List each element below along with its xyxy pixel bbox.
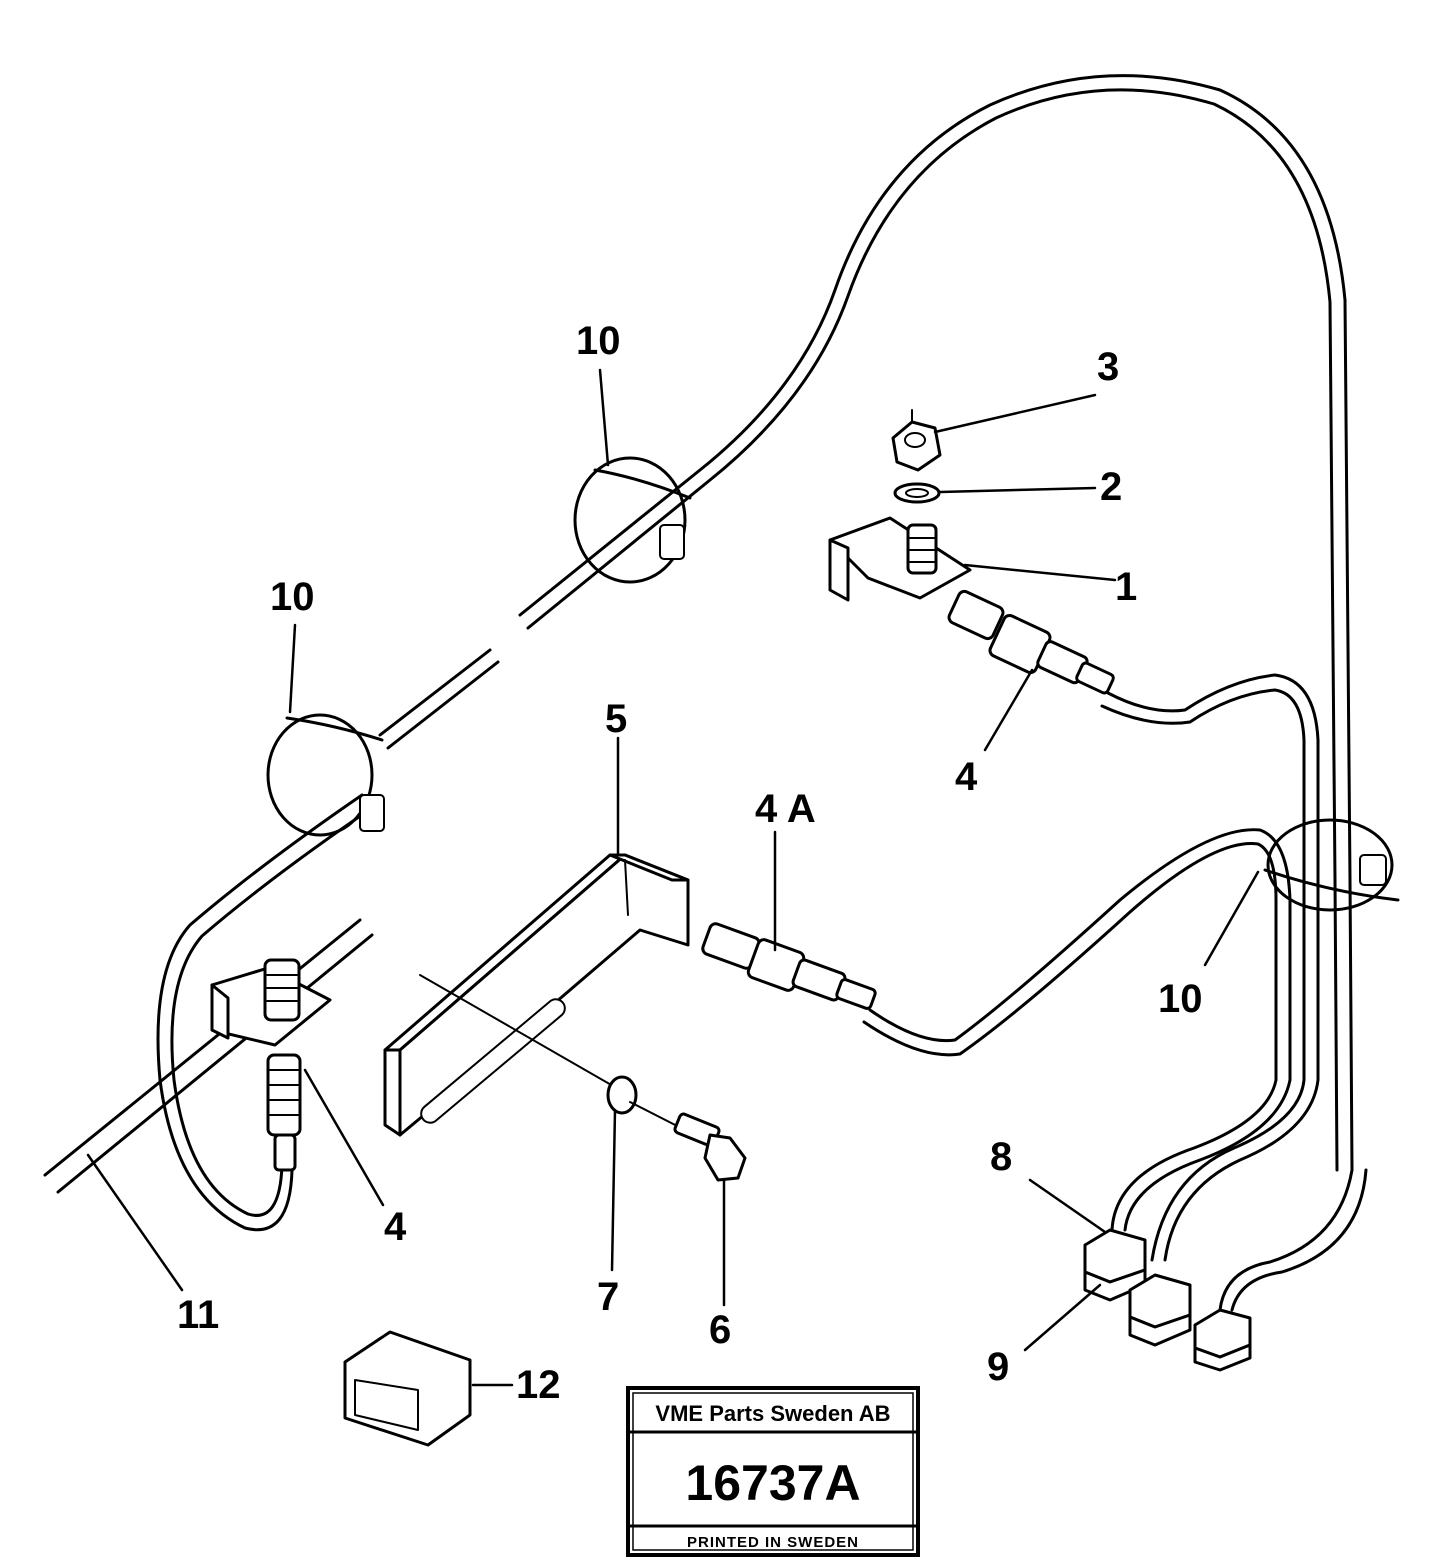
sensor-4a (701, 828, 1292, 1232)
callout-10-top: 10 (576, 319, 621, 363)
callout-1: 1 (1115, 565, 1137, 609)
callout-2: 2 (1100, 465, 1122, 509)
hose-clamp-left (266, 713, 385, 837)
washer-bolt (606, 1075, 747, 1182)
callout-3: 3 (1097, 345, 1119, 389)
sleeve-12 (343, 1330, 472, 1447)
stamp-company: VME Parts Sweden AB (655, 1401, 890, 1426)
callout-12: 12 (516, 1363, 561, 1407)
callout-4-left: 4 (384, 1205, 407, 1249)
callout-9: 9 (987, 1345, 1009, 1389)
callout-11: 11 (177, 1293, 219, 1337)
callout-4-upper: 4 (955, 755, 978, 799)
hose-clamp-right (1263, 818, 1400, 912)
left-bracket-sensor (210, 958, 332, 1172)
callout-10-right: 10 (1158, 977, 1203, 1021)
stamp-printed: PRINTED IN SWEDEN (687, 1534, 859, 1551)
callout-8: 8 (990, 1135, 1012, 1179)
parts-stamp: VME Parts Sweden AB 16737A PRINTED IN SW… (626, 1386, 920, 1557)
bracket-5 (383, 853, 690, 1137)
callout-7: 7 (597, 1275, 619, 1319)
callout-6: 6 (709, 1308, 731, 1352)
callout-10-left: 10 (270, 575, 315, 619)
nut-washer-bracket (828, 409, 972, 602)
connectors (1083, 1168, 1368, 1372)
hose-clamp-top (573, 456, 692, 584)
left-sensor-wire (156, 793, 374, 1232)
sensor-upper (947, 589, 1320, 1262)
callout-labels: 1 2 3 4 4 4 A 5 6 7 8 9 10 10 10 11 12 (177, 319, 1203, 1407)
leader-lines (86, 368, 1260, 1387)
stamp-number: 16737A (685, 1455, 860, 1511)
main-cable (43, 74, 1354, 1194)
callout-5: 5 (605, 697, 627, 741)
callout-4a: 4 A (755, 787, 816, 831)
